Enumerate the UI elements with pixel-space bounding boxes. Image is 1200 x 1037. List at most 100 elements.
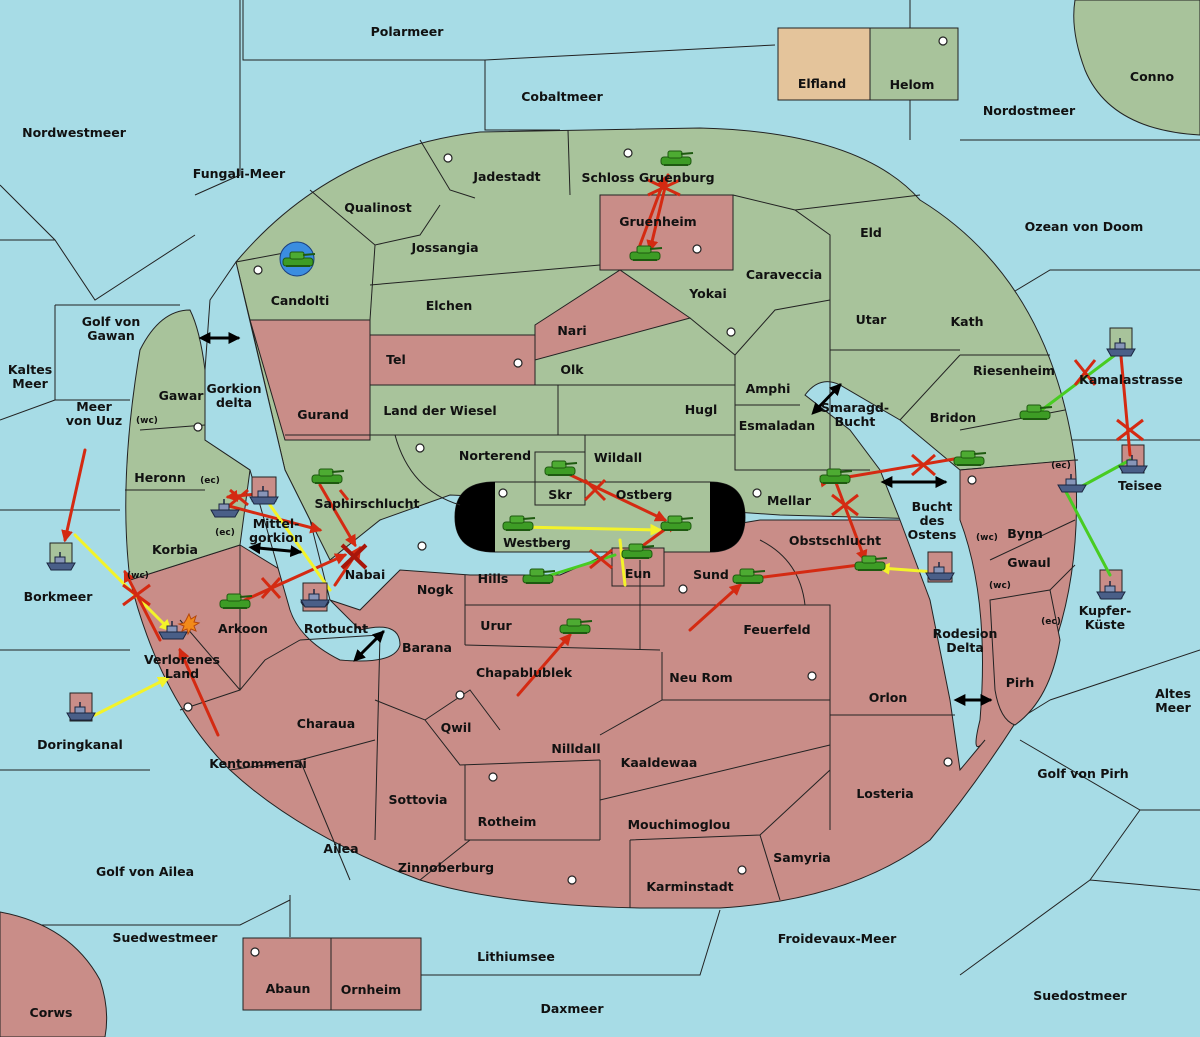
coast-label: (wc) [136,416,158,426]
coast-label: (wc) [127,571,149,581]
gruenheim-land[interactable] [599,194,734,271]
sea-borders [0,0,1200,976]
label-westberg: Westberg [503,535,571,550]
coast-label: (wc) [976,533,998,543]
coast-label: (ec) [1041,617,1061,627]
label-jadestadt: Jadestadt [472,169,540,184]
label-nilldall: Nilldall [551,741,600,756]
label-barana: Barana [402,640,452,655]
elfland-land[interactable] [777,27,871,101]
coast-label: (wc) [989,581,1011,591]
coast-label: (ec) [1051,461,1071,471]
label-cobaltmeer: Cobaltmeer [521,89,603,104]
label-helom: Helom [890,77,935,92]
label-ailea: Ailea [323,841,358,856]
label-utar: Utar [856,312,888,327]
label-elfland: Elfland [798,76,846,91]
label-zinnoberburg: Zinnoberburg [398,860,494,875]
label-ostberg: Ostberg [616,487,673,502]
label-kupfer: Kupfer-Küste [1079,603,1132,632]
conno-land[interactable] [1073,0,1200,136]
label-gurand: Gurand [297,407,349,422]
label-sund: Sund [693,567,729,582]
label-chapablublek: Chapablublek [476,665,573,680]
coast-label: (ec) [215,528,235,538]
label-hugl: Hugl [685,402,718,417]
label-borkmeer: Borkmeer [24,589,94,604]
label-yokai: Yokai [688,286,727,301]
corws-land[interactable] [0,911,108,1037]
label-fungali: Fungali-Meer [193,166,286,181]
label-gwaul: Gwaul [1007,555,1050,570]
label-nari: Nari [557,323,586,338]
label-land-wiesel: Land der Wiesel [383,403,496,418]
label-wildall: Wildall [594,450,642,465]
units [46,150,1148,721]
label-korbia: Korbia [152,542,198,557]
label-nabai: Nabai [345,567,386,582]
label-riesenheim: Riesenheim [973,363,1055,378]
tel-land[interactable] [369,334,536,386]
label-obstschlucht: Obstschlucht [789,533,881,548]
label-esmaladan: Esmaladan [739,418,815,433]
label-teisee: Teisee [1118,478,1162,493]
label-kath: Kath [951,314,984,329]
label-mittelgorkion: Mittel-gorkion [249,516,303,545]
label-daxmeer: Daxmeer [540,1001,604,1016]
label-abaun: Abaun [266,981,311,996]
label-charaua: Charaua [297,716,355,731]
label-mouchimoglou: Mouchimoglou [628,817,731,832]
label-rotheim: Rotheim [478,814,537,829]
label-samyria: Samyria [773,850,831,865]
label-kaaldewaa: Kaaldewaa [621,755,698,770]
label-saphir: Saphirschlucht [315,496,420,511]
label-rotbucht: Rotbucht [304,621,368,636]
label-losteria: Losteria [856,786,913,801]
explosion-icon [177,612,201,636]
label-urur: Urur [480,618,512,633]
label-ornheim: Ornheim [341,982,401,997]
label-conno: Conno [1130,69,1175,84]
ornheim-land[interactable] [330,937,422,1011]
label-schloss: Schloss Gruenburg [581,170,714,185]
label-golf-pirh: Golf von Pirh [1037,766,1128,781]
supply-centers [183,36,977,957]
label-gawar: Gawar [159,388,205,403]
labels: Polarmeer Cobaltmeer Nordwestmeer Fungal… [8,24,1192,1020]
label-nogk: Nogk [417,582,454,597]
label-nordostmeer: Nordostmeer [983,103,1076,118]
failed-orders [122,178,1144,607]
label-mellar: Mellar [767,493,812,508]
label-corws: Corws [30,1005,73,1020]
label-kamalastrasse: Kamalastrasse [1079,372,1183,387]
label-tel: Tel [386,352,406,367]
label-polarmeer: Polarmeer [371,24,445,39]
label-froidevaux: Froidevaux-Meer [778,931,897,946]
label-kentommenai: Kentommenai [209,756,307,771]
label-lithiumsee: Lithiumsee [477,949,555,964]
label-nordwestmeer: Nordwestmeer [22,125,127,140]
coast-label: (ec) [200,476,220,486]
label-orlon: Orlon [869,690,908,705]
label-eld: Eld [860,225,882,240]
label-qualinost: Qualinost [344,200,411,215]
label-caraveccia: Caraveccia [746,267,822,282]
label-arkoon: Arkoon [218,621,268,636]
label-gruenheim: Gruenheim [619,214,696,229]
label-eun: Eun [625,566,651,581]
label-pirh: Pirh [1006,675,1035,690]
label-norterend: Norterend [459,448,531,463]
continent-south-red [129,459,1077,909]
label-hills: Hills [478,571,509,586]
center-cap-west [455,482,495,552]
label-sottovia: Sottovia [389,792,448,807]
label-bynn: Bynn [1007,526,1042,541]
label-amphi: Amphi [746,381,791,396]
province-borders [125,129,1076,908]
